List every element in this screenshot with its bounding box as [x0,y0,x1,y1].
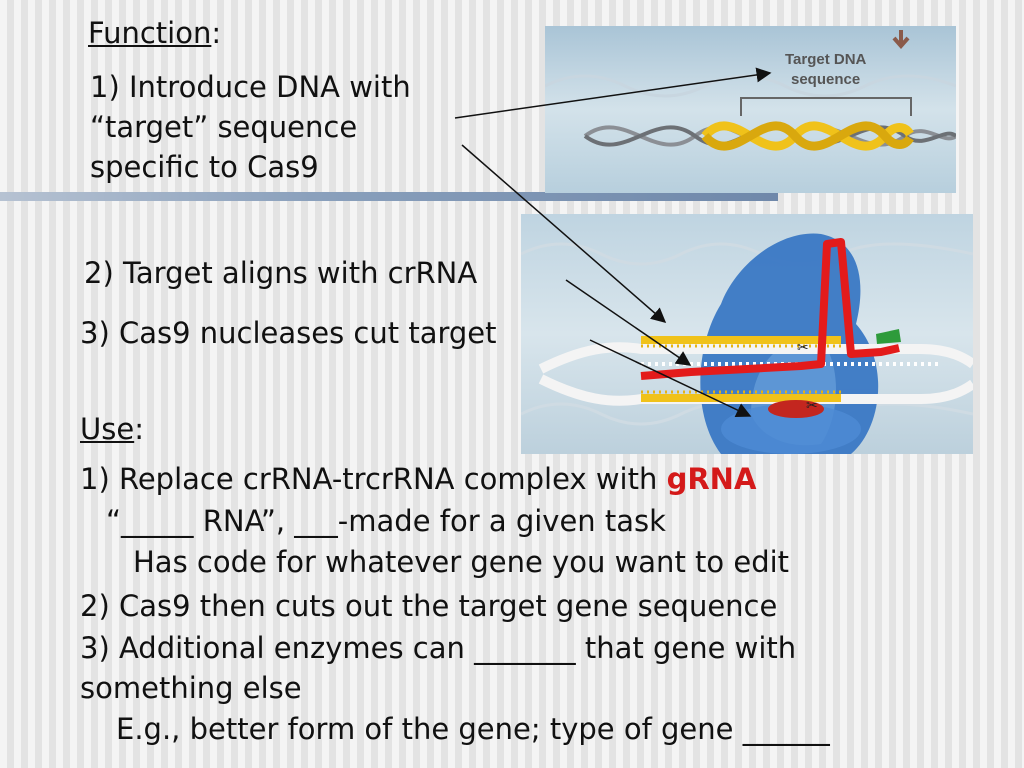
header-divider-bar [0,192,778,201]
use-item-1-sub-1: “_____ RNA”, ___-made for a given task [106,504,666,538]
target-dna-label-line1: Target DNA [785,51,867,68]
svg-text:✂: ✂ [806,398,818,414]
function-heading-colon: : [211,16,222,50]
use-heading: Use [80,412,135,446]
use-item-3: 3) Additional enzymes can _______ that g… [80,631,797,665]
function-item-2: 2) Target aligns with crRNA [84,256,478,290]
svg-text:✂: ✂ [797,340,809,356]
function-item-1-line-1: 1) Introduce DNA with [90,70,411,104]
arrow-to-crrna [565,279,692,366]
use-heading-line: Use: [80,412,144,447]
function-item-1-line-3: specific to Cas9 [90,150,319,184]
use-item-3-cont: something else [80,671,302,705]
use-item-2: 2) Cas9 then cuts out the target gene se… [80,589,778,623]
arrow-to-cas9-target [461,144,667,323]
grna-highlight: gRNA [666,462,757,496]
function-heading: Function [88,16,212,50]
use-item-1-sub-2: Has code for whatever gene you want to e… [133,545,790,579]
function-item-3: 3) Cas9 nucleases cut target [80,316,497,350]
function-item-1-line-2: “target” sequence [90,110,358,144]
function-heading-line: Function: [88,16,221,51]
use-item-1: 1) Replace crRNA-trcrRNA complex with gR… [80,462,756,497]
arrow-to-nuclease [589,339,752,417]
use-item-3-sub: E.g., better form of the gene; type of g… [116,712,830,746]
target-dna-image: Target DNA sequence [545,26,956,193]
arrow-to-target-dna [454,67,772,119]
target-dna-label-line2: sequence [791,71,860,88]
use-heading-colon: : [134,412,144,446]
use-item-1-text: 1) Replace crRNA-trcrRNA complex with [80,462,667,496]
